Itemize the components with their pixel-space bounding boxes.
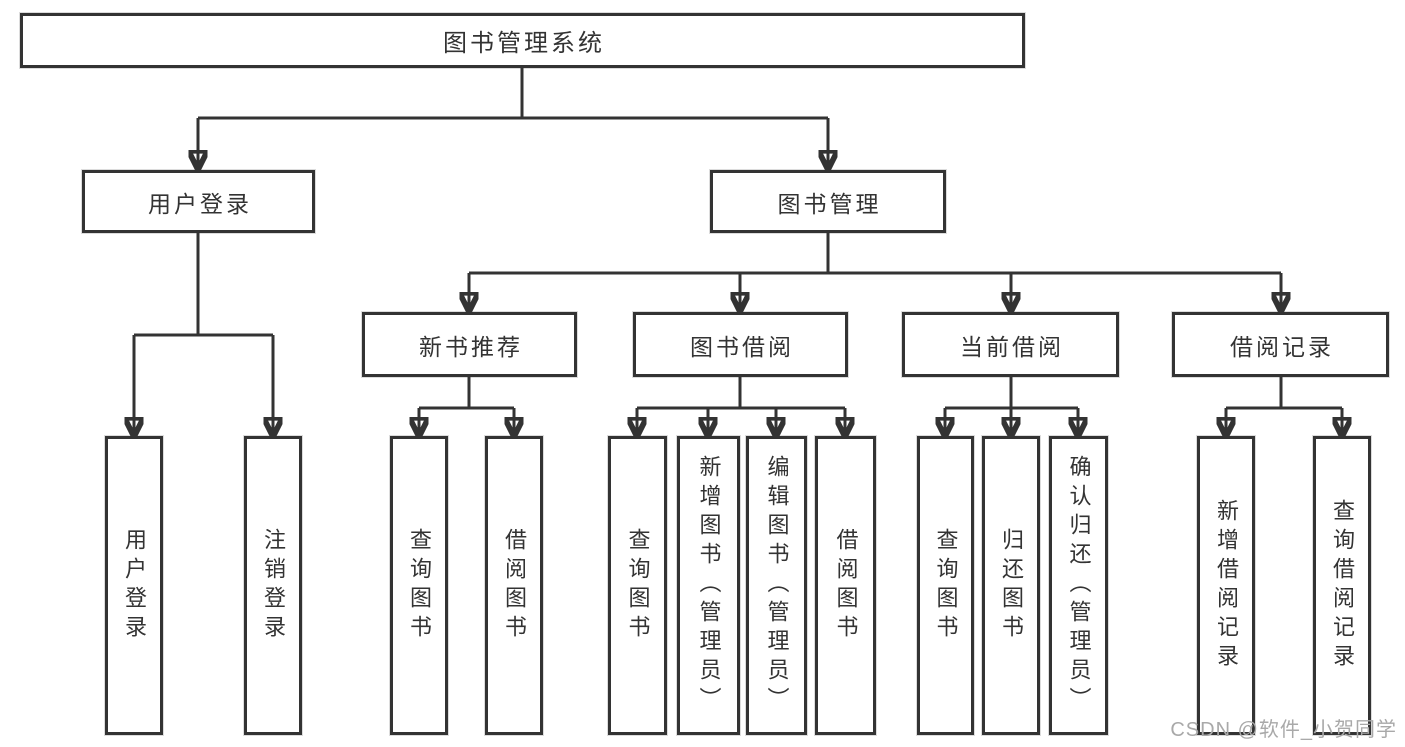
node-leaf-return-book: 归还图书 (982, 436, 1040, 735)
node-book-management: 图书管理 (710, 170, 946, 233)
connector-book-borrow-branch (637, 377, 845, 433)
node-leaf-query-borrow-record: 查询借阅记录 (1313, 436, 1371, 735)
node-leaf-confirm-return-admin: 确认归还（管理员） (1049, 436, 1108, 735)
watermark: CSDN @软件_小贺同学 (1170, 719, 1397, 741)
connector-new-book-recommend-branch (419, 377, 514, 433)
node-leaf-user-login: 用户登录 (105, 436, 163, 735)
node-leaf-query-book-recommend-label: 查询图书 (407, 527, 432, 644)
node-leaf-user-login-label: 用户登录 (122, 527, 147, 644)
node-leaf-return-book-label: 归还图书 (999, 527, 1024, 644)
node-current-borrow: 当前借阅 (902, 312, 1119, 377)
node-current-borrow-label: 当前借阅 (960, 333, 1064, 360)
node-leaf-query-borrow-record-label: 查询借阅记录 (1330, 498, 1355, 673)
node-leaf-edit-book-admin: 编辑图书（管理员） (746, 436, 807, 735)
node-leaf-borrow-book: 借阅图书 (815, 436, 876, 735)
node-root: 图书管理系统 (20, 13, 1025, 68)
node-leaf-edit-book-admin-label: 编辑图书（管理员） (764, 455, 790, 716)
connector-user-login-branch (134, 233, 273, 433)
node-leaf-query-book-borrow: 查询图书 (608, 436, 667, 735)
node-leaf-query-book-recommend: 查询图书 (390, 436, 448, 735)
connector-borrow-record-branch (1226, 377, 1342, 433)
node-user-login: 用户登录 (82, 170, 315, 233)
node-book-borrow-label: 图书借阅 (690, 333, 794, 360)
node-leaf-query-book-current: 查询图书 (917, 436, 974, 735)
node-new-book-recommend: 新书推荐 (362, 312, 577, 377)
node-user-login-label: 用户登录 (148, 190, 252, 217)
connector-root-branch (198, 68, 828, 166)
node-leaf-logout: 注销登录 (244, 436, 302, 735)
node-leaf-borrow-book-label: 借阅图书 (833, 527, 859, 644)
node-borrow-record-label: 借阅记录 (1230, 333, 1334, 360)
node-leaf-logout-label: 注销登录 (261, 527, 286, 644)
node-leaf-borrow-book-recommend: 借阅图书 (485, 436, 543, 735)
node-leaf-confirm-return-admin-label: 确认归还（管理员） (1066, 455, 1092, 716)
node-root-label: 图书管理系统 (443, 30, 605, 57)
node-book-management-label: 图书管理 (777, 190, 882, 217)
connector-current-borrow-branch (945, 377, 1078, 433)
node-leaf-add-borrow-record: 新增借阅记录 (1197, 436, 1255, 735)
node-borrow-record: 借阅记录 (1172, 312, 1389, 377)
connector-book-management-branch (469, 233, 1281, 308)
node-leaf-add-book-admin-label: 新增图书（管理员） (696, 455, 722, 716)
node-leaf-query-book-current-label: 查询图书 (933, 527, 959, 644)
node-book-borrow: 图书借阅 (633, 312, 848, 377)
node-leaf-add-borrow-record-label: 新增借阅记录 (1214, 498, 1239, 673)
node-leaf-borrow-book-recommend-label: 借阅图书 (502, 527, 527, 644)
node-leaf-add-book-admin: 新增图书（管理员） (677, 436, 740, 735)
node-leaf-query-book-borrow-label: 查询图书 (625, 527, 651, 644)
node-new-book-recommend-label: 新书推荐 (419, 333, 523, 360)
